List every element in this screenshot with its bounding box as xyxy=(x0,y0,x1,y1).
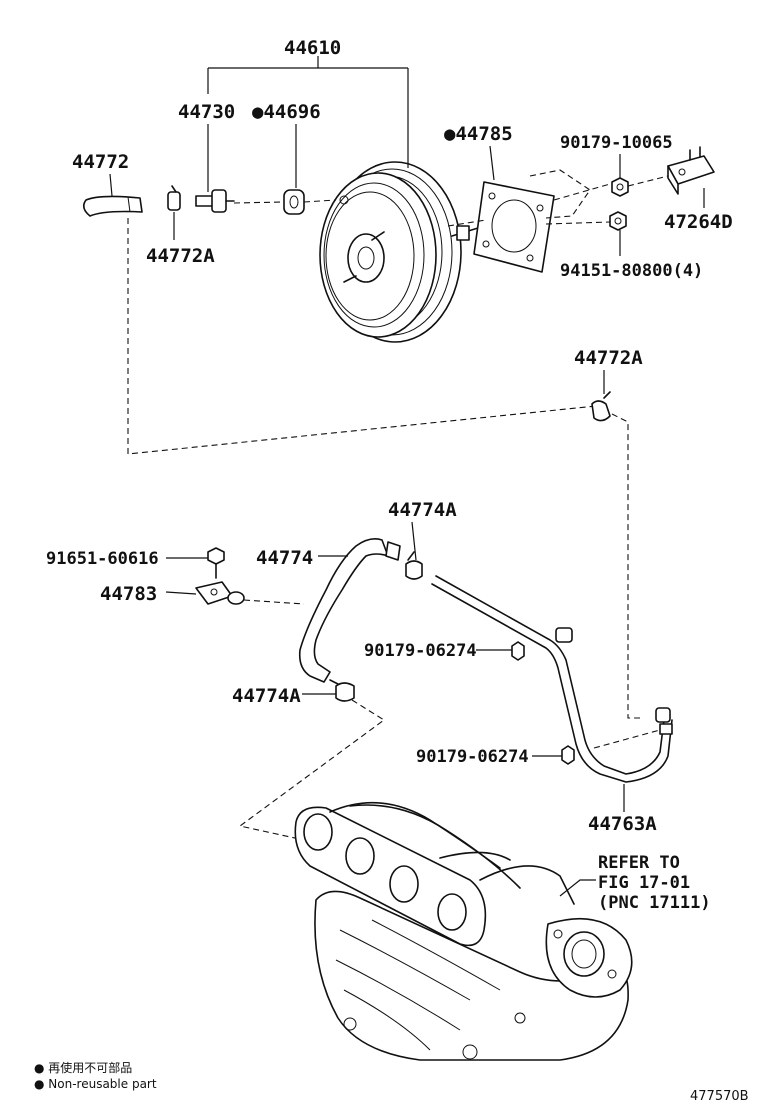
label-44696: ●44696 xyxy=(252,101,321,123)
bolt-91651-60616 xyxy=(207,547,225,579)
label-90179-06274-a: 90179-06274 xyxy=(364,641,477,661)
label-44774A-top: 44774A xyxy=(388,499,457,521)
label-44763A: 44763A xyxy=(588,813,657,835)
label-44774: 44774 xyxy=(256,547,313,569)
nut-90179-06274-a xyxy=(511,641,525,661)
vacuum-pipe-44763A xyxy=(431,575,673,783)
nut-90179-10065 xyxy=(611,177,629,197)
legend-line-ja: ● 再使用不可部品 xyxy=(34,1060,132,1075)
label-90179-10065: 90179-10065 xyxy=(560,133,673,153)
label-44730: 44730 xyxy=(178,101,235,123)
label-44774A-bottom: 44774A xyxy=(232,685,301,707)
label-44610: 44610 xyxy=(284,37,341,59)
refer-line-3: (PNC 17111) xyxy=(598,893,711,913)
label-44772A-top: 44772A xyxy=(146,245,215,267)
legend-line-en: ● Non-reusable part xyxy=(34,1077,157,1091)
label-44772A-right: 44772A xyxy=(574,347,643,369)
figure-id: 477570B xyxy=(690,1089,749,1104)
vacuum-hose-44774 xyxy=(298,538,401,683)
nut-90179-06274-b xyxy=(561,745,575,765)
clamp-44772A-top xyxy=(167,185,181,211)
bracket-44783 xyxy=(195,581,245,605)
nut-94151-80800 xyxy=(609,211,627,231)
vacuum-hose-44772 xyxy=(82,195,143,217)
check-valve-44730 xyxy=(195,189,235,213)
brake-booster-assembly xyxy=(319,161,479,343)
clevis-47264D xyxy=(667,146,715,195)
label-94151-80800: 94151-80800(4) xyxy=(560,261,703,281)
refer-line-1: REFER TO xyxy=(598,853,680,873)
clamp-44774A-bottom xyxy=(329,679,355,702)
label-91651-60616: 91651-60616 xyxy=(46,549,159,569)
label-47264D: 47264D xyxy=(664,211,733,233)
label-44783: 44783 xyxy=(100,583,157,605)
intake-manifold xyxy=(294,801,633,1061)
label-90179-06274-b: 90179-06274 xyxy=(416,747,529,767)
grommet-44696 xyxy=(283,189,305,215)
clamp-44774A-top xyxy=(405,551,423,580)
refer-line-2: FIG 17-01 xyxy=(598,873,690,893)
label-44772: 44772 xyxy=(72,151,129,173)
gasket-44785 xyxy=(473,181,555,273)
clamp-44772A-right xyxy=(591,391,611,422)
label-44785: ●44785 xyxy=(444,123,513,145)
